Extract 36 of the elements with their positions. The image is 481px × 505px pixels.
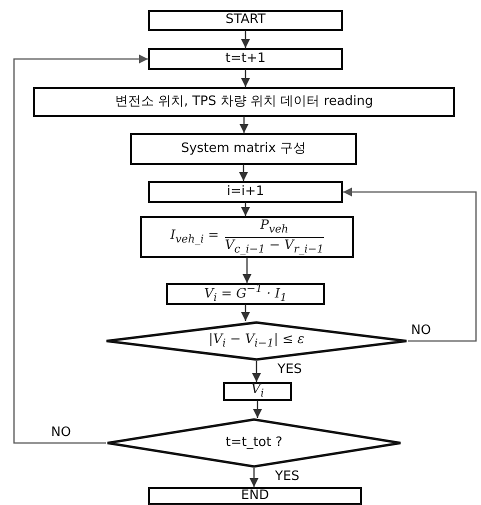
arrow <box>242 258 252 283</box>
node-label: END <box>241 488 269 504</box>
process-box <box>148 10 343 31</box>
decision-diamond <box>106 418 402 468</box>
process-box <box>223 382 292 401</box>
node-label: START <box>225 13 266 28</box>
process-box <box>148 487 362 505</box>
formula-text: V$_{i}$ = G$^{−1}$ · I$_{1}$ <box>204 284 287 304</box>
process-box <box>148 181 343 203</box>
process-box <box>166 283 325 305</box>
denominator: V$_{c_i−1}$ − V$_{r_i−1}$ <box>224 238 324 255</box>
node-label: 변전소 위치, TPS 차량 위치 데이터 reading <box>114 94 374 110</box>
formula-text: I$_{veh_i}$ = <box>170 228 219 246</box>
process-box <box>140 216 354 258</box>
arrow <box>343 187 477 342</box>
arrow <box>240 31 250 48</box>
arrow <box>252 361 262 382</box>
process-box <box>148 48 343 70</box>
arrow <box>252 401 262 418</box>
arrow <box>240 70 250 87</box>
arrow <box>249 468 259 487</box>
arrow <box>240 305 250 321</box>
formula-text: V$_{i}$ <box>251 383 264 400</box>
node-label: i=i+1 <box>226 184 264 200</box>
formula-text: |V$_{i}$ − V$_{i−1}$| ≤ ε <box>208 332 304 350</box>
arrow <box>13 54 148 444</box>
arrow <box>240 203 250 216</box>
node-label: t=t+1 <box>225 52 266 66</box>
process-box <box>130 133 357 165</box>
numerator: P$_{veh}$ <box>260 219 288 236</box>
process-box <box>33 87 455 117</box>
node-label: t=t_tot ? <box>226 436 282 450</box>
node-label: System matrix 구성 <box>180 142 306 156</box>
arrow <box>238 165 248 181</box>
arrow <box>239 117 249 133</box>
decision-diamond <box>105 321 408 361</box>
